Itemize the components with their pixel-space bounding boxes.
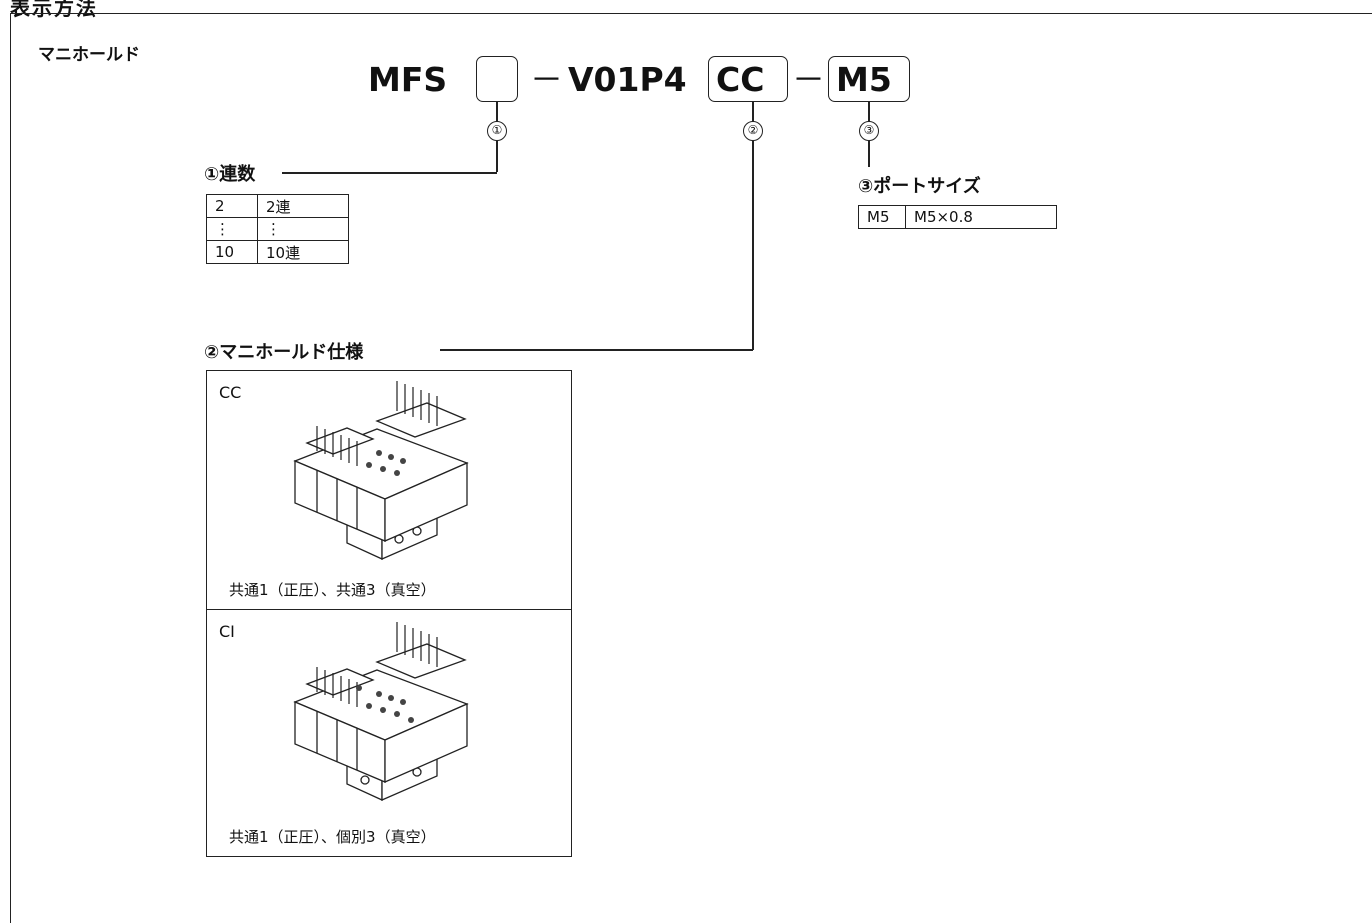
connector-1b — [496, 141, 498, 172]
connector-2c — [440, 349, 753, 351]
spec-option-ci: CI 共通1（正圧）、個別3（真空） — [206, 609, 572, 857]
connector-1a — [496, 102, 498, 122]
spec-option-code: CC — [219, 383, 242, 402]
connector-2a — [752, 102, 754, 122]
code-spec-value: CC — [716, 60, 765, 99]
connector-3a — [868, 102, 870, 122]
table-row: ⋮ ⋮ — [206, 217, 349, 241]
spec-option-code: CI — [219, 622, 235, 641]
spec-box — [708, 56, 788, 102]
port-size-heading: ③ポートサイズ — [858, 176, 981, 197]
document-top-heading: 表示方法 — [10, 0, 98, 20]
table-row: 2 2連 — [206, 194, 349, 218]
connector-3b — [868, 141, 870, 167]
table-cell: 2連 — [257, 194, 349, 218]
section-title: マニホールド — [38, 45, 140, 65]
code-middle: V01P4 — [568, 60, 687, 99]
manifold-cc-illustration — [293, 381, 469, 561]
code-prefix: MFS — [368, 60, 448, 99]
port-box — [828, 56, 910, 102]
table-cell: ⋮ — [257, 217, 349, 241]
code-port-value: M5 — [836, 60, 892, 99]
table-cell: ⋮ — [206, 217, 258, 241]
marker-2: ② — [743, 121, 763, 141]
port-size-table: M5 M5×0.8 — [858, 205, 1057, 229]
marker-3: ③ — [859, 121, 879, 141]
stations-blank-box — [476, 56, 518, 102]
connector-1c — [282, 172, 497, 174]
manifold-ci-illustration — [293, 622, 469, 802]
marker-1: ① — [487, 121, 507, 141]
table-row: M5 M5×0.8 — [858, 205, 1057, 229]
stations-heading: ①連数 — [204, 164, 256, 185]
table-row: 10 10連 — [206, 240, 349, 264]
table-cell: M5×0.8 — [905, 205, 1057, 229]
table-cell: M5 — [858, 205, 906, 229]
spec-option-caption: 共通1（正圧）、個別3（真空） — [229, 828, 436, 846]
spec-option-cc: CC 共通1（正圧）、共通3（真空） — [206, 370, 572, 610]
content-frame — [10, 13, 1372, 923]
table-cell: 2 — [206, 194, 258, 218]
table-cell: 10連 — [257, 240, 349, 264]
stations-table: 2 2連 ⋮ ⋮ 10 10連 — [206, 194, 349, 264]
manifold-spec-heading: ②マニホールド仕様 — [204, 342, 364, 363]
code-dash-1: － — [530, 60, 563, 99]
code-dash-2: － — [792, 60, 825, 99]
spec-option-caption: 共通1（正圧）、共通3（真空） — [229, 581, 436, 599]
table-cell: 10 — [206, 240, 258, 264]
connector-2b — [752, 141, 754, 350]
